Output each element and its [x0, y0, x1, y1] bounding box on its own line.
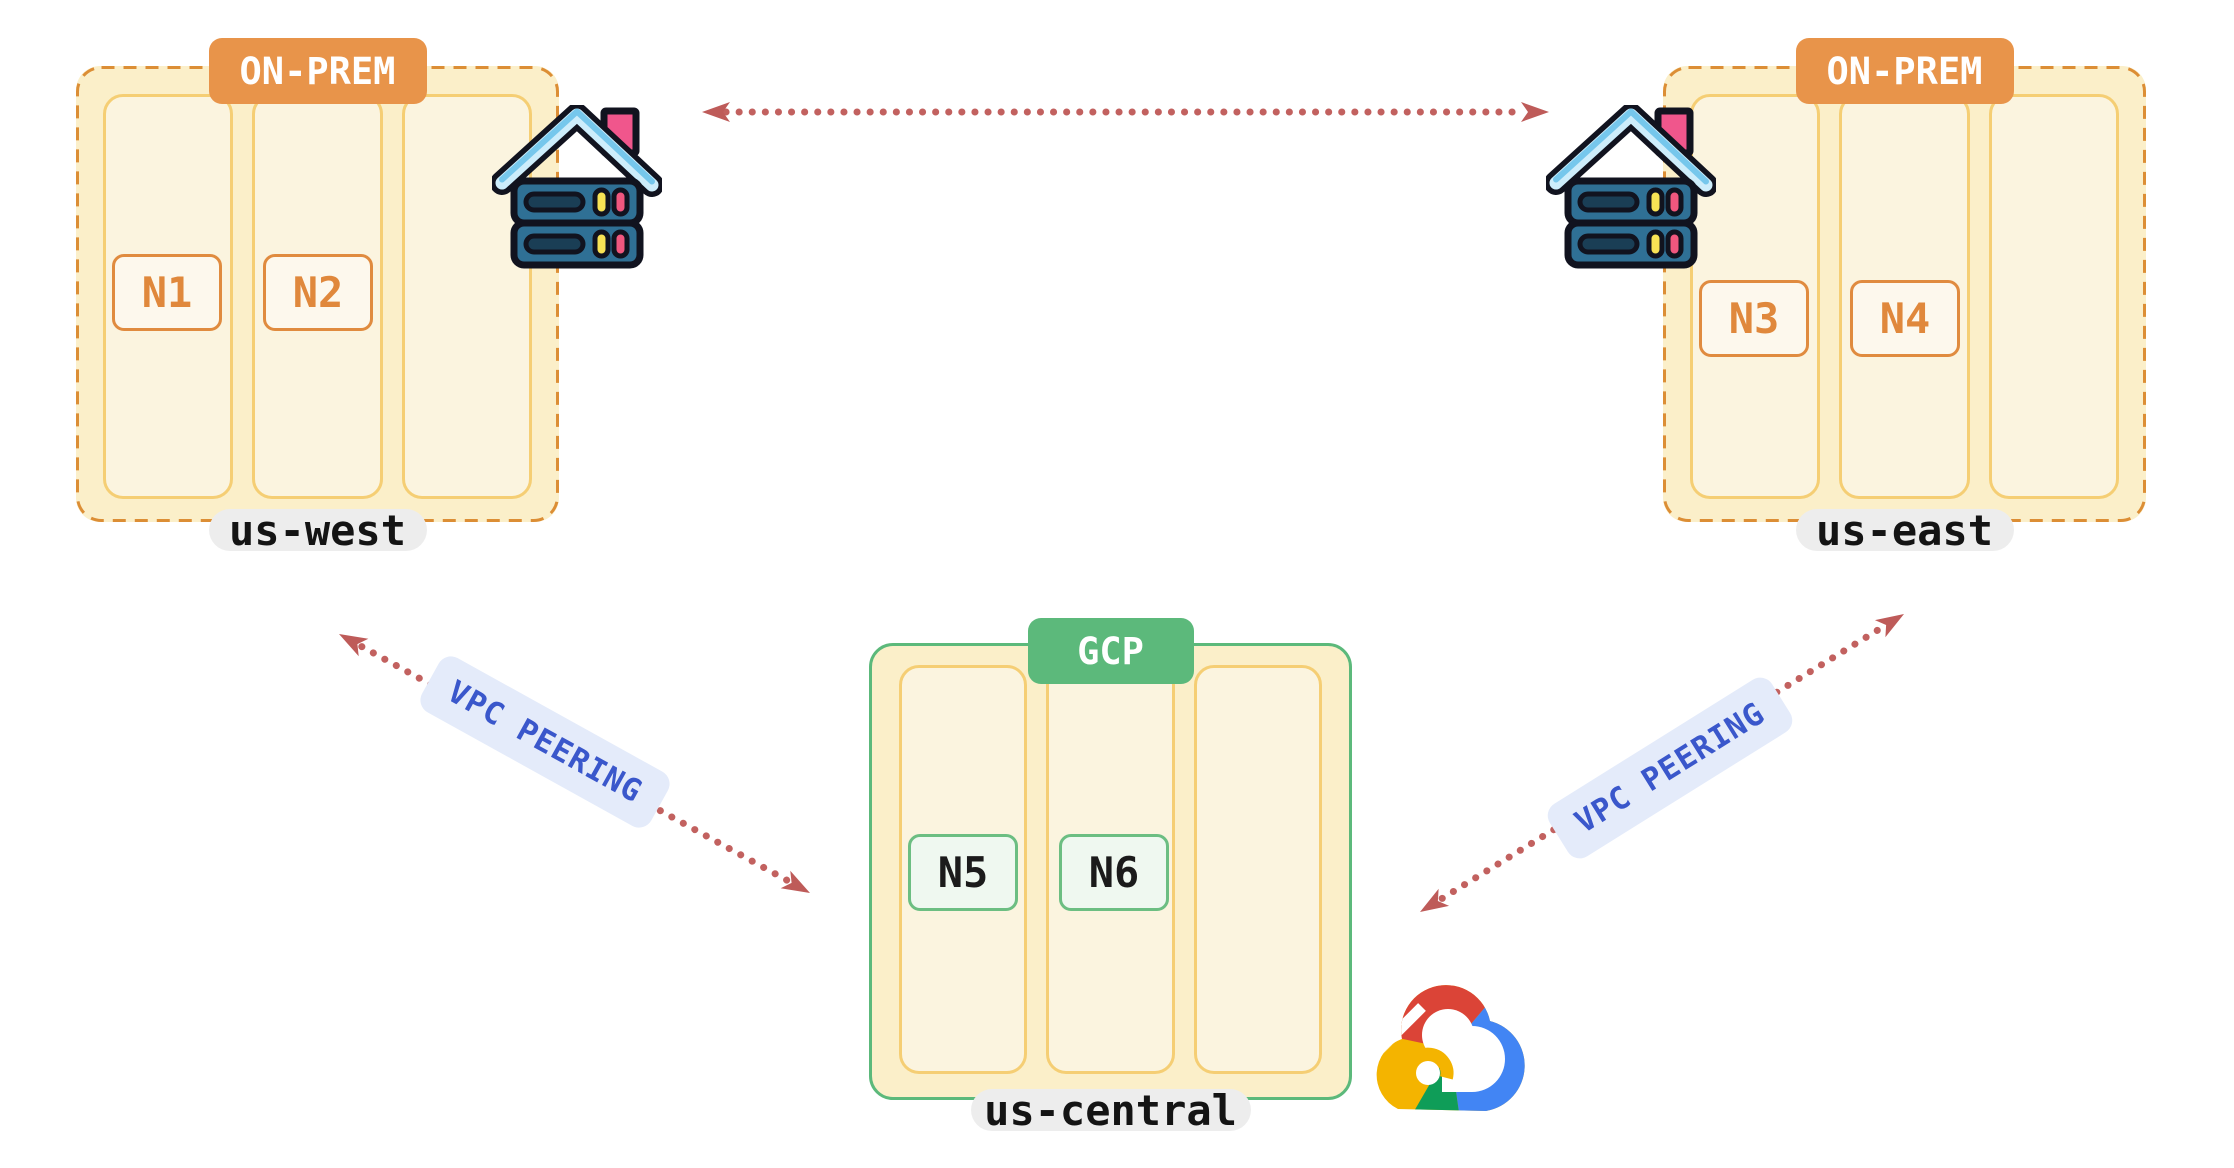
- vpc-peering-label-west: VPC PEERING: [415, 651, 675, 833]
- node-n1: N1: [112, 254, 222, 331]
- onprem-badge-east: ON-PREM: [1795, 38, 2014, 104]
- onprem-us-east-group: N3 N4 ON-PREM us-east: [1663, 38, 2146, 555]
- region-label-us-west: us-west: [208, 506, 427, 555]
- region-label-us-central: us-central: [970, 1086, 1251, 1135]
- region-label-us-east: us-east: [1795, 506, 2014, 555]
- node-n4: N4: [1850, 280, 1960, 357]
- column: [1193, 665, 1322, 1074]
- node-n5: N5: [908, 834, 1018, 911]
- onprem-us-west-group: N1 N2 ON-PREM us-west: [76, 38, 559, 555]
- node-n3: N3: [1699, 280, 1809, 357]
- gcp-cloud-icon: const data = JSON.parse(document.getElem…: [1376, 985, 1525, 1112]
- vpc-peering-label-east: VPC PEERING: [1542, 672, 1798, 864]
- home-server-icon-west: [492, 105, 662, 269]
- node-n6: N6: [1059, 834, 1169, 911]
- gcp-us-central-group: N5 N6 GCP us-central: [869, 618, 1352, 1135]
- gcp-badge: GCP: [1027, 618, 1194, 684]
- onprem-badge-west: ON-PREM: [208, 38, 427, 104]
- column: [1988, 94, 2119, 499]
- home-server-icon-east: [1546, 105, 1716, 269]
- node-n2: N2: [263, 254, 373, 331]
